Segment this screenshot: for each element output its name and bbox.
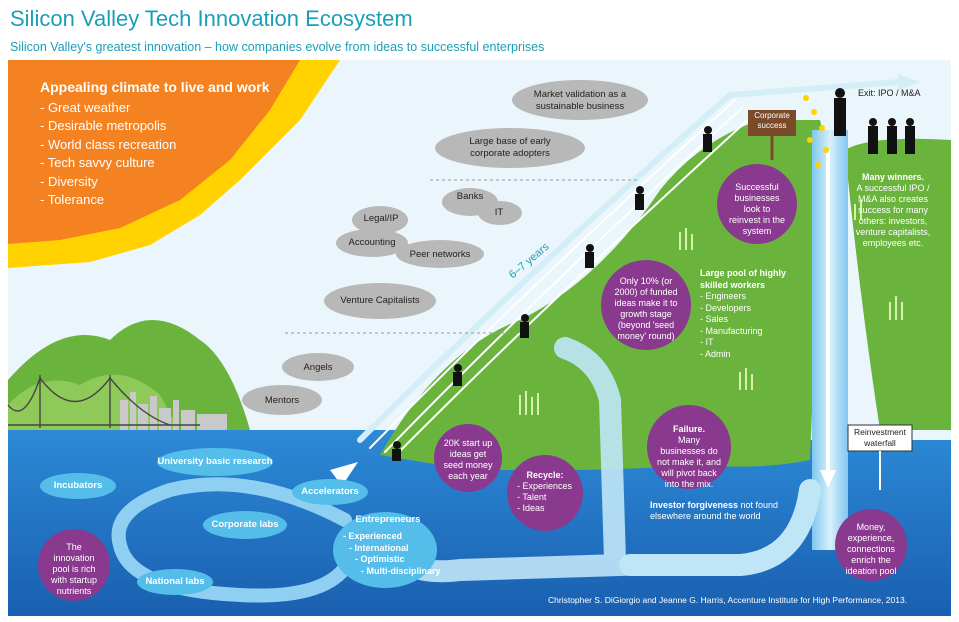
trait-item: - Multi-disciplinary [361,565,441,576]
blob-accelerators [292,479,368,505]
bubble-only-10: Only 10% (or 2000) of funded ideas make … [614,276,678,341]
loop-arrowhead [330,462,358,486]
corporate-success-sign [748,110,796,136]
climate-item: - Desirable metropolis [40,118,167,133]
bubble-failure: Failure. Many businesses do not make it,… [655,424,723,490]
cloud-venture-capitalists: Venture Capitalists [340,295,420,306]
bridge-icon [7,375,200,428]
winners-title: Many winners. [861,172,924,182]
failure-body: Many businesses do not make it, and will… [656,435,722,489]
climate-item: - Tech savvy culture [40,155,155,170]
cloud-it: IT [494,207,504,218]
bubble-money: Money, experience, connections enrich th… [845,522,897,576]
blob-corporate-labs [203,511,287,539]
climate-panel: Appealing climate to live and work - Gre… [40,78,270,210]
page-subtitle: Silicon Valley's greatest innovation – h… [10,40,545,54]
dashed-dividers [285,179,640,334]
bubble-recycle: Recycle: - Experiences - Talent - Ideas [517,470,573,514]
worker-item: - Admin [700,348,731,359]
credit-line: Christopher S. DiGiorgio and Jeanne G. H… [548,595,908,605]
pool-national-labs: National labs [145,576,205,587]
cloud-market-validation: Market validation as a sustainable busin… [533,89,627,112]
pool-corporate-labs: Corporate labs [211,519,279,530]
worker-item: - Developers [700,302,752,313]
investor-forgiveness: Investor forgiveness not found elsewhere… [650,500,780,522]
recycle-item: - Experiences [517,481,573,491]
pool-university: University basic research [157,456,273,467]
bubble-innovation-pool: The innovation pool is rich with startup… [50,542,98,596]
worker-item: - Engineers [700,291,747,301]
cloud-shapes [242,80,648,415]
right-plateau [845,138,951,430]
grass-icons [519,200,903,415]
worker-item: - IT [700,337,714,347]
innovation-loop [111,477,357,603]
blob-national-labs [137,569,213,595]
corporate-success-label: Corporate success [754,111,790,130]
forgiveness-rest: not found elsewhere around the world [650,500,779,521]
worker-item: - Sales [700,314,729,324]
pool-accelerators: Accelerators [301,486,359,497]
failure-title: Failure. [672,424,705,434]
page-title: Silicon Valley Tech Innovation Ecosystem [10,6,413,31]
forgiveness-bold: Investor forgiveness [650,500,739,510]
workers-panel: Large pool of highly skilled workers - E… [700,268,800,360]
exit-label: Exit: IPO / M&A [858,88,921,98]
trait-item: - Experienced [343,531,403,541]
info-bubbles [38,164,907,601]
bubble-20k: 20K start up ideas get seed money each y… [443,438,493,481]
bubble-successful-businesses: Successful businesses look to reinvest i… [728,182,786,236]
recycle-title: Recycle: [526,470,564,480]
cloud-angels: Angels [303,362,333,373]
trait-item: - International [349,542,409,553]
top-arrowhead [898,74,920,90]
recycle-item: - Talent [517,492,547,502]
blob-entrepreneurs [333,512,437,588]
cloud-legal: Legal/IP [363,213,399,224]
growth-arrows [357,79,903,457]
climber-icons [392,88,915,461]
pool-entrepreneurs: Entrepreneurs [355,514,421,525]
sun-icon [8,60,340,268]
workers-title: Large pool of highly skilled workers [700,268,786,290]
climate-item: - Tolerance [40,192,105,207]
recycle-item: - Ideas [517,503,545,513]
cloud-mentors: Mentors [264,395,300,406]
return-stream [619,479,821,576]
pool-incubators: Incubators [53,480,103,491]
cloud-early-adopters: Large base of early corporate adopters [469,136,551,159]
blob-incubators [40,473,116,499]
cloud-peer-networks: Peer networks [409,249,471,260]
entrepreneur-traits: - Experienced - International - Optimist… [343,531,443,577]
coin-icons [803,95,829,168]
climate-heading: Appealing climate to live and work [40,79,270,95]
winners-panel: Many winners. A successful IPO / M&A als… [852,172,934,249]
worker-item: - Manufacturing [700,325,763,336]
winners-body: A successful IPO / M&A also creates succ… [855,183,931,248]
trait-item: - Optimistic [355,554,405,564]
reinvestment-label: Reinvestment waterfall [854,427,906,448]
climate-item: - World class recreation [40,136,177,152]
blob-university [157,448,273,476]
cloud-accounting: Accounting [348,237,396,248]
cloud-banks: Banks [456,191,484,202]
climate-item: - Great weather [40,99,131,115]
climate-item: - Diversity [40,173,98,189]
